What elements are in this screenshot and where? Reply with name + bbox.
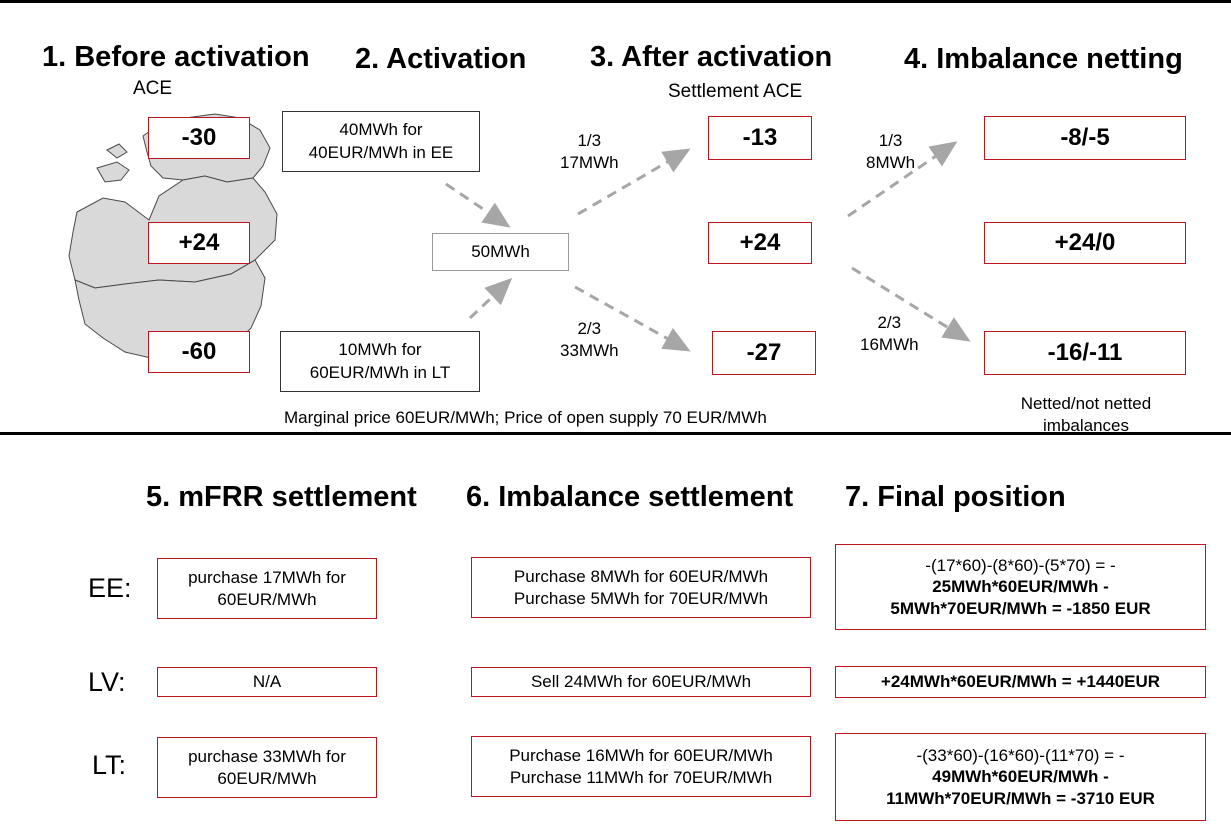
top-rule bbox=[0, 0, 1231, 3]
final-ee-line3: 5MWh*70EUR/MWh = -1850 EUR bbox=[890, 598, 1151, 618]
imb-lt-line2: Purchase 11MWh for 70EUR/MWh bbox=[509, 767, 773, 787]
settlement-ace-label: Settlement ACE bbox=[668, 81, 803, 102]
net-top-fraction: 1/3 bbox=[878, 131, 903, 150]
arrow-netting-to-lt bbox=[851, 266, 971, 342]
net-bottom-fraction: 2/3 bbox=[877, 313, 902, 332]
step4-title: 4. Imbalance netting bbox=[904, 43, 1183, 75]
final-ee-line2: 25MWh*60EUR/MWh - bbox=[932, 577, 1109, 597]
split-bottom-fraction: 2/3 bbox=[577, 319, 602, 338]
map-island-hiiumaa bbox=[106, 143, 128, 159]
imb-ee-box: Purchase 8MWh for 60EUR/MWh Purchase 5MW… bbox=[471, 557, 811, 618]
step3-title: 3. After activation bbox=[590, 41, 833, 73]
before-value-lv: +24 bbox=[148, 222, 250, 264]
netting-value-ee: -8/-5 bbox=[984, 116, 1186, 160]
split-bottom-label: 2/3 33MWh bbox=[560, 318, 619, 362]
arrow-ee-to-activation bbox=[445, 182, 511, 228]
before-value-ee: -30 bbox=[148, 117, 250, 159]
net-bottom-label: 2/3 16MWh bbox=[860, 312, 919, 356]
net-top-label: 1/3 8MWh bbox=[866, 130, 915, 174]
split-bottom-amount: 33MWh bbox=[560, 341, 619, 361]
final-lv-box: +24MWh*60EUR/MWh = +1440EUR bbox=[835, 666, 1206, 698]
netted-note-line1: Netted/not netted bbox=[1020, 394, 1152, 413]
mfrr-lt-text: purchase 33MWh for 60EUR/MWh bbox=[188, 747, 346, 788]
middle-rule bbox=[0, 432, 1231, 435]
netting-value-lt: -16/-11 bbox=[984, 331, 1186, 375]
step7-title: 7. Final position bbox=[845, 481, 1066, 513]
ace-label: ACE bbox=[133, 78, 173, 99]
final-lt-line3: 11MWh*70EUR/MWh = -3710 EUR bbox=[886, 788, 1155, 808]
final-ee-line1: -(17*60)-(8*60)-(5*70) = - bbox=[925, 556, 1116, 576]
arrow-netting-to-ee bbox=[847, 141, 958, 218]
activation-total-box: 50MWh bbox=[432, 233, 569, 271]
imb-lt-box: Purchase 16MWh for 60EUR/MWh Purchase 11… bbox=[471, 736, 811, 797]
offer-ee-box: 40MWh for 40EUR/MWh in EE bbox=[282, 111, 480, 172]
before-value-lt: -60 bbox=[148, 331, 250, 373]
mfrr-ee-text: purchase 17MWh for 60EUR/MWh bbox=[188, 568, 346, 609]
step6-title: 6. Imbalance settlement bbox=[466, 481, 794, 513]
final-lt-line1: -(33*60)-(16*60)-(11*70) = - bbox=[916, 746, 1125, 766]
netting-value-lv: +24/0 bbox=[984, 222, 1186, 264]
offer-lt-text: 10MWh for 60EUR/MWh in LT bbox=[309, 340, 451, 382]
imb-lv-line1: Sell 24MWh for 60EUR/MWh bbox=[530, 672, 752, 692]
split-top-label: 1/3 17MWh bbox=[560, 130, 619, 174]
mfrr-lv-box: N/A bbox=[157, 667, 377, 697]
row-label-ee: EE: bbox=[88, 573, 132, 603]
final-lv-line1: +24MWh*60EUR/MWh = +1440EUR bbox=[880, 672, 1161, 692]
after-value-ee: -13 bbox=[708, 116, 812, 160]
netted-note-line2: imbalances bbox=[1043, 416, 1129, 436]
final-lt-line2: 49MWh*60EUR/MWh - bbox=[932, 767, 1109, 787]
step2-title: 2. Activation bbox=[355, 43, 527, 75]
flow-arrows bbox=[445, 141, 971, 352]
imb-lv-box: Sell 24MWh for 60EUR/MWh bbox=[471, 667, 811, 697]
offer-lt-box: 10MWh for 60EUR/MWh in LT bbox=[280, 331, 480, 392]
imb-ee-line1: Purchase 8MWh for 60EUR/MWh bbox=[513, 567, 769, 587]
mfrr-lt-box: purchase 33MWh for 60EUR/MWh bbox=[157, 737, 377, 798]
arrow-activation-to-lt bbox=[574, 285, 691, 352]
final-ee-box: -(17*60)-(8*60)-(5*70) = - 25MWh*60EUR/M… bbox=[835, 544, 1206, 630]
row-label-lt: LT: bbox=[92, 750, 127, 780]
step1-title: 1. Before activation bbox=[42, 41, 310, 73]
marginal-price-note: Marginal price 60EUR/MWh; Price of open … bbox=[284, 408, 767, 427]
imb-lt-line1: Purchase 16MWh for 60EUR/MWh bbox=[509, 746, 773, 766]
arrow-activation-to-ee bbox=[577, 148, 691, 216]
arrow-lt-to-activation bbox=[468, 277, 513, 320]
imb-ee-line2: Purchase 5MWh for 70EUR/MWh bbox=[513, 588, 769, 608]
final-lt-box: -(33*60)-(16*60)-(11*70) = - 49MWh*60EUR… bbox=[835, 733, 1206, 821]
offer-ee-text: 40MWh for 40EUR/MWh in EE bbox=[308, 120, 454, 162]
mfrr-lv-text: N/A bbox=[252, 672, 282, 692]
net-top-amount: 8MWh bbox=[866, 153, 916, 173]
net-bottom-amount: 16MWh bbox=[860, 335, 919, 355]
split-top-fraction: 1/3 bbox=[577, 131, 602, 150]
step5-title: 5. mFRR settlement bbox=[146, 481, 417, 513]
row-label-lv: LV: bbox=[88, 667, 126, 697]
activation-total-text: 50MWh bbox=[471, 242, 530, 261]
split-top-amount: 17MWh bbox=[560, 153, 619, 173]
after-value-lt: -27 bbox=[712, 331, 816, 375]
after-value-lv: +24 bbox=[708, 222, 812, 264]
mfrr-ee-box: purchase 17MWh for 60EUR/MWh bbox=[157, 558, 377, 619]
map-island-saaremaa bbox=[96, 161, 130, 183]
netted-note: Netted/not netted imbalances bbox=[1006, 393, 1166, 437]
